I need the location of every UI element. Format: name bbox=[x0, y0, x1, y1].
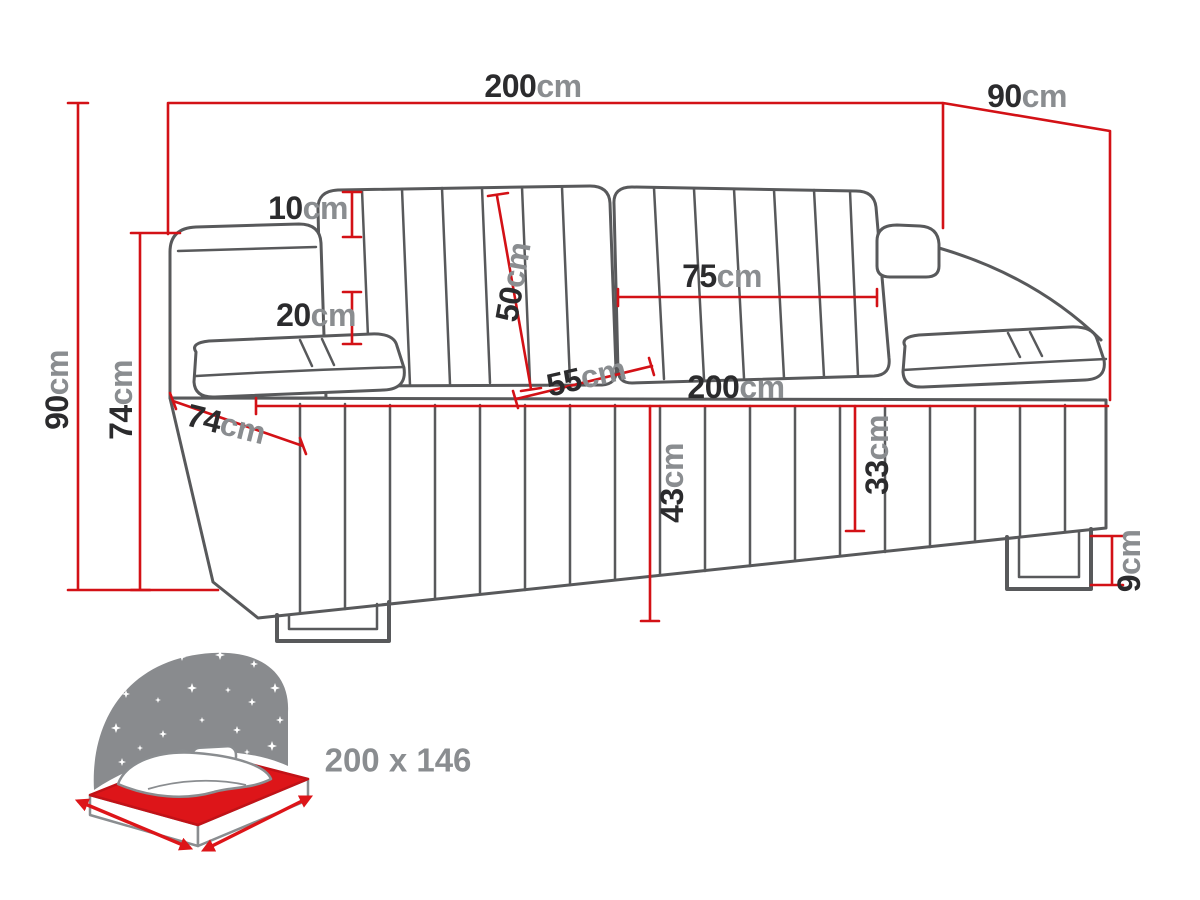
dim-unit: cm bbox=[39, 350, 75, 396]
dim-line-overall-width bbox=[166, 101, 1112, 402]
dim-value: 90 bbox=[39, 395, 75, 430]
dim-line-seat-width bbox=[254, 396, 1110, 416]
dim-unit: cm bbox=[310, 297, 357, 333]
dim-line-base-front-height bbox=[844, 404, 866, 533]
dim-unit: cm bbox=[536, 68, 582, 104]
dim-value: 10 bbox=[268, 190, 303, 226]
dim-leg-height-label: 9cm bbox=[1111, 529, 1147, 593]
dim-unit: cm bbox=[1111, 529, 1147, 575]
dim-base-height-label: 43cm bbox=[654, 443, 690, 523]
dim-value: 74 bbox=[103, 405, 139, 440]
sleeping-area-label: 200 x 146 bbox=[324, 741, 472, 779]
dim-seat-cushion-width-label: 75cm bbox=[682, 260, 762, 292]
dim-line-armrest-pad bbox=[341, 290, 363, 346]
dim-line-base-height bbox=[639, 404, 661, 623]
dim-value: 9 bbox=[1111, 574, 1147, 593]
dimension-lines bbox=[66, 101, 1125, 623]
dim-line-seat-depth-front bbox=[168, 391, 308, 456]
dim-value: 200 bbox=[484, 68, 537, 104]
dim-line-seat-cushion-width bbox=[616, 287, 879, 308]
dim-line-backrest-cushion bbox=[486, 191, 543, 393]
dim-value: 200 bbox=[687, 369, 740, 405]
dim-line-backrest-gap bbox=[341, 190, 363, 239]
dim-value: 33 bbox=[859, 460, 895, 495]
dim-line-leg-height bbox=[1089, 534, 1125, 587]
dim-value: 20 bbox=[276, 297, 311, 333]
dim-line-armrest-height bbox=[129, 231, 182, 592]
dim-armrest-height-label: 74cm bbox=[103, 360, 139, 440]
bed-with-stars-icon bbox=[74, 650, 314, 852]
dim-overall-width-label: 200cm bbox=[484, 68, 582, 104]
dim-unit: cm bbox=[302, 190, 349, 226]
bed-dimension-arrows bbox=[74, 795, 314, 852]
dim-unit: cm bbox=[739, 369, 785, 405]
dim-base-front-height-label: 33cm bbox=[859, 415, 895, 495]
dim-overall-height-label: 90cm bbox=[39, 350, 75, 430]
dim-armrest-pad-label: 20cm bbox=[276, 299, 356, 331]
dim-unit: cm bbox=[859, 415, 895, 461]
dim-seat-width-label: 200cm bbox=[687, 369, 785, 405]
dim-value: 90 bbox=[987, 78, 1022, 114]
dim-unit: cm bbox=[716, 258, 763, 294]
dim-unit: cm bbox=[654, 443, 690, 489]
night-sky-shape bbox=[93, 652, 289, 790]
dim-value: 43 bbox=[654, 488, 690, 523]
dim-backrest-gap-label: 10cm bbox=[268, 192, 348, 224]
dim-value: 50 bbox=[488, 284, 530, 325]
dim-value: 75 bbox=[682, 258, 717, 294]
dim-unit: cm bbox=[103, 360, 139, 406]
sofa-outline bbox=[168, 184, 1108, 643]
dim-overall-depth-label: 90cm bbox=[987, 80, 1067, 112]
dim-unit: cm bbox=[1021, 78, 1068, 114]
